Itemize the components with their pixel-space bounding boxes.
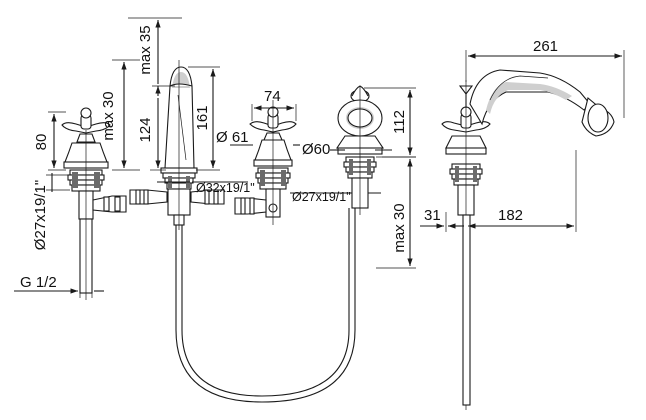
left-valve-handle [61, 107, 111, 143]
handshower-holder [335, 85, 385, 215]
dim-182: 182 [498, 207, 523, 224]
dim-161: 161 [194, 105, 211, 130]
left-valve [61, 107, 127, 300]
middle-valve [234, 100, 297, 225]
dim-124: 124 [137, 117, 154, 142]
dim-61: Ø 61 [216, 129, 249, 146]
dim-thread-mid: Ø27x19/1" [292, 190, 351, 204]
hose [175, 208, 356, 403]
dim-60: Ø60 [302, 141, 330, 158]
dim-31: 31 [424, 207, 441, 224]
dim-261: 261 [533, 38, 558, 55]
dim-thread-spout: Ø32x19/1" [196, 181, 255, 195]
dim-thread-left: Ø27x19/1" [32, 180, 49, 250]
dim-max30-left: max 30 [100, 91, 117, 140]
dim-max30-right: max 30 [391, 203, 408, 252]
handshower-dimensions: 261 31 182 [420, 38, 625, 232]
dim-g12: G 1/2 [20, 274, 57, 291]
dim-112: 112 [391, 110, 408, 134]
handshower-side [441, 69, 615, 410]
spout-dimensions: max 35 124 161 Ø32x19/1" [128, 17, 255, 195]
holder-dimensions: Ø60 112 max 30 [302, 87, 416, 269]
middle-valve-dimensions: 74 Ø 61 Ø27x19/1" [216, 88, 381, 204]
dim-max35: max 35 [137, 25, 154, 74]
dim-80: 80 [33, 134, 50, 151]
left-dimensions: max 30 80 Ø27x19/1" G 1/2 [14, 59, 140, 298]
dim-74: 74 [264, 88, 281, 105]
spout [129, 60, 225, 230]
